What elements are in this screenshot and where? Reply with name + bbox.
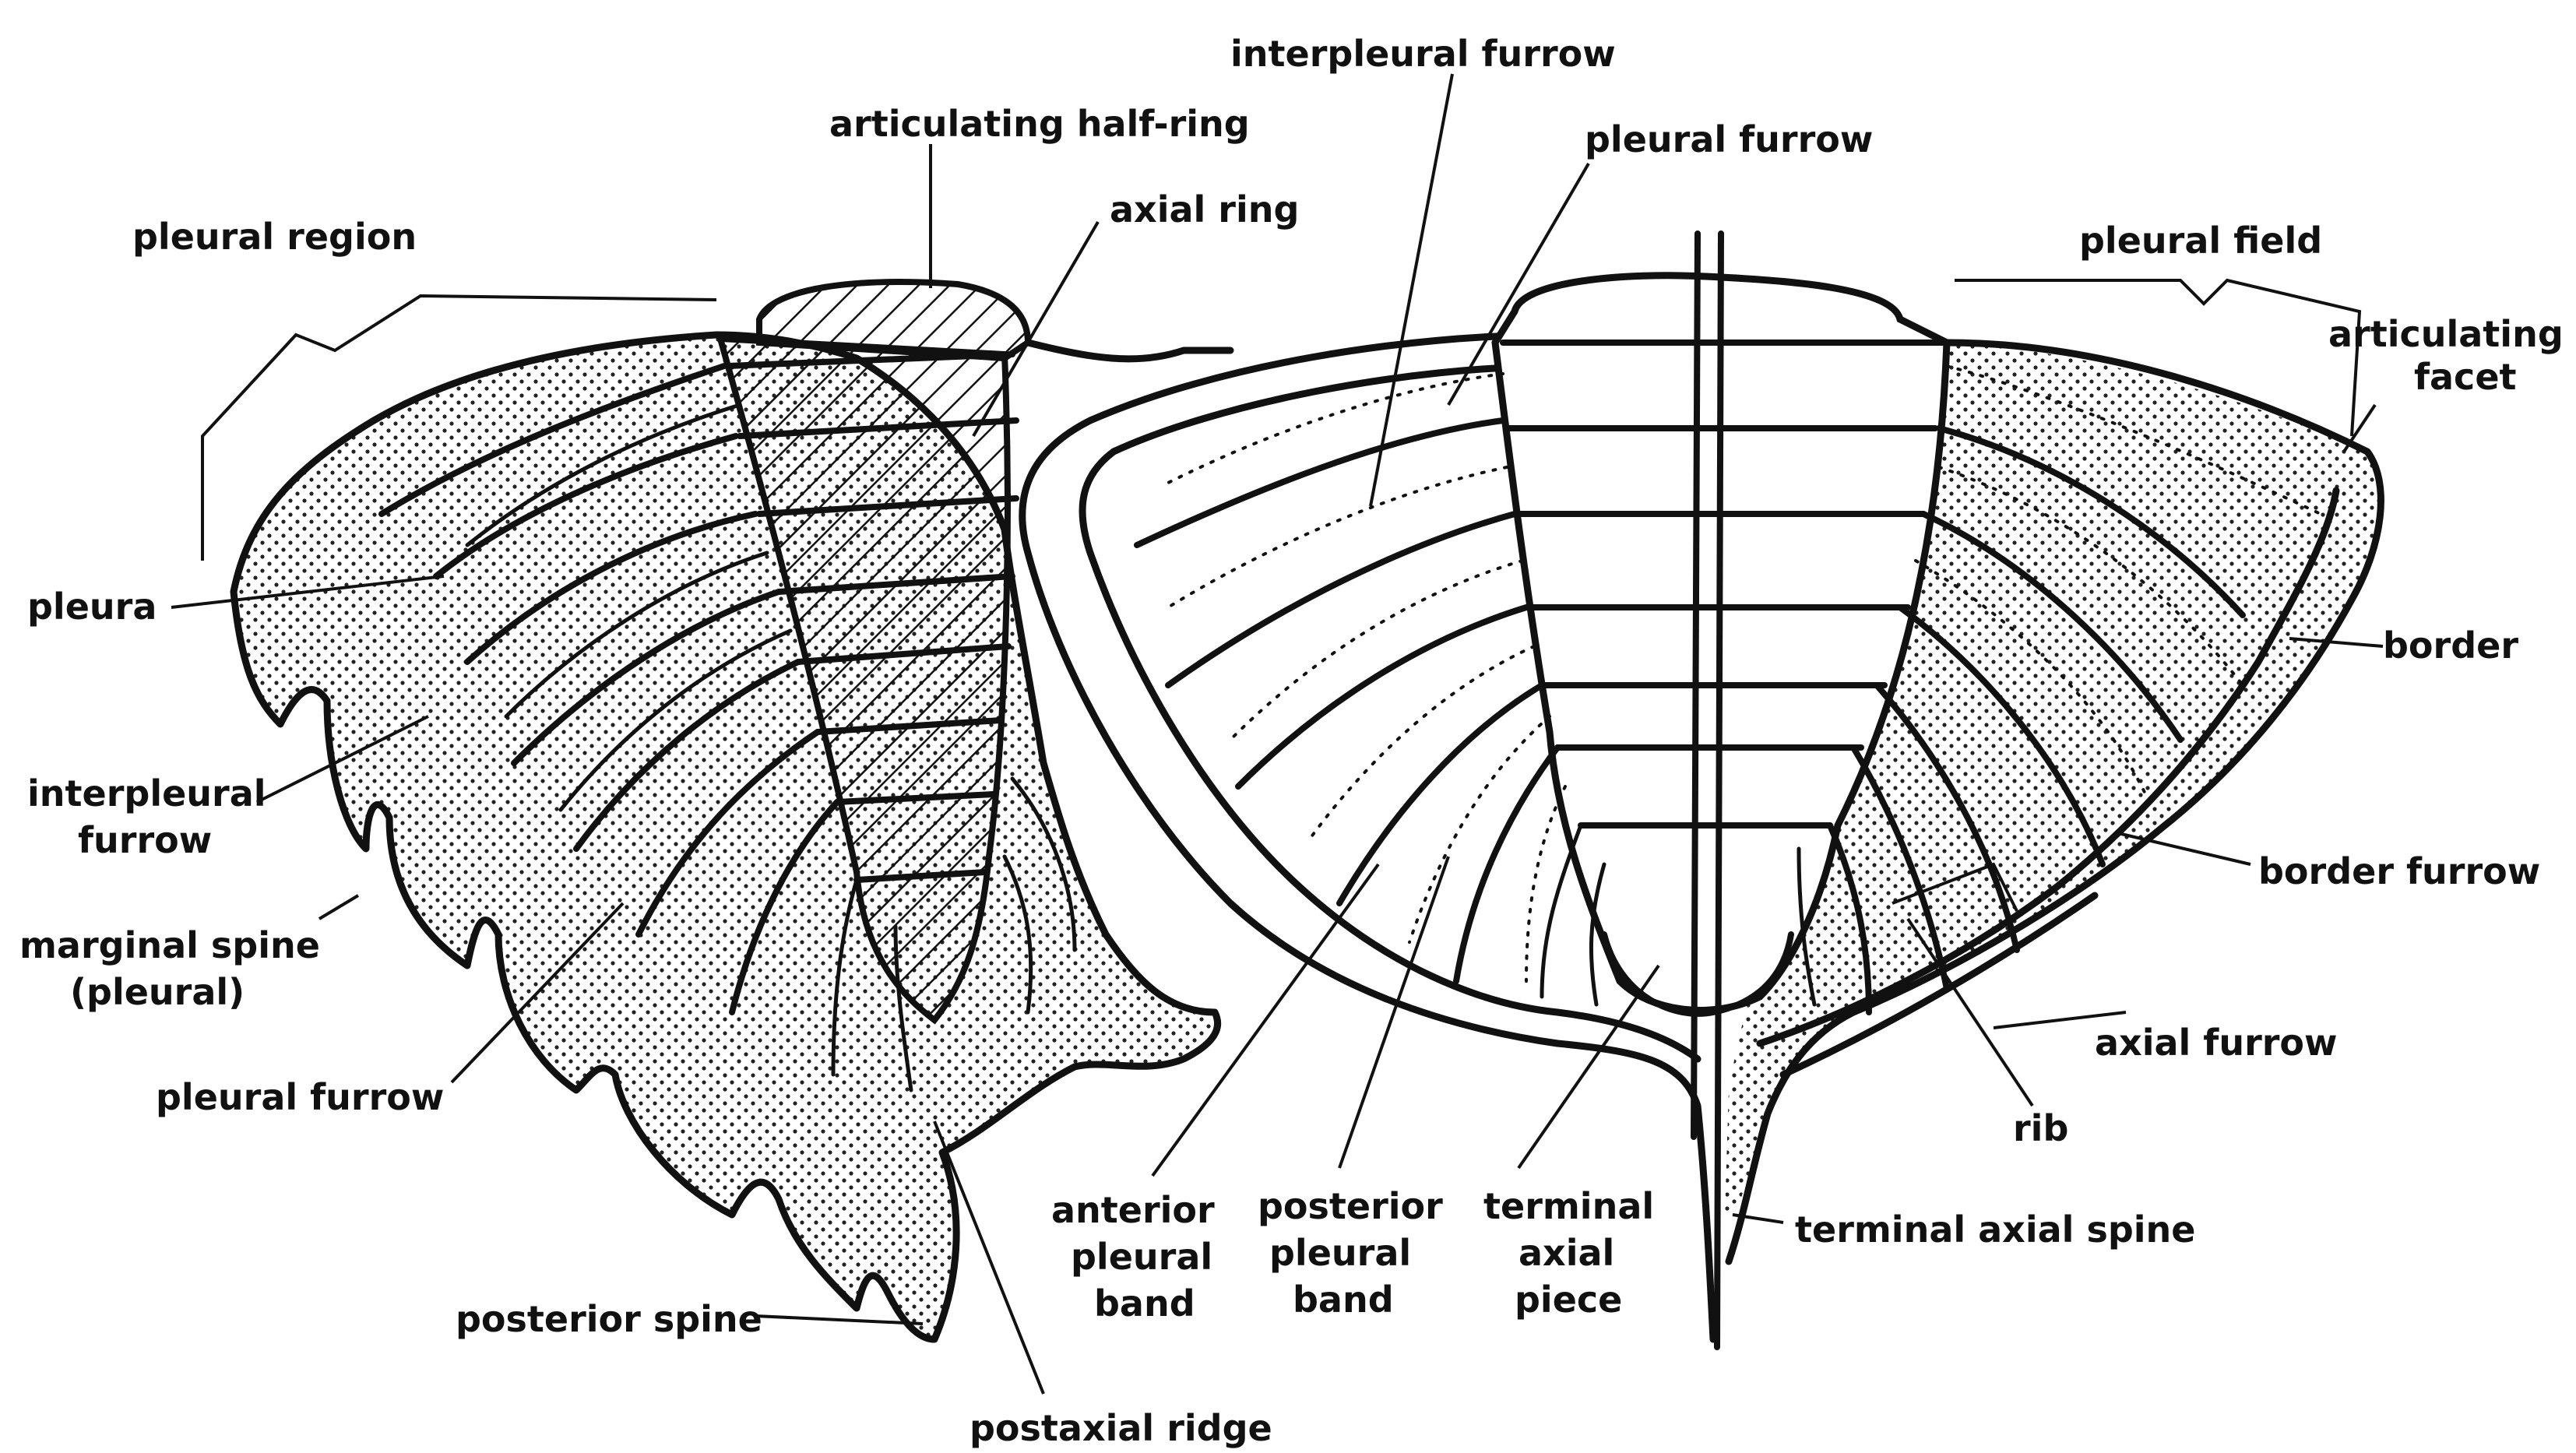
label-posterior-pleural-band-2: pleural [1269,1232,1411,1274]
label-posterior-pleural-band-1: posterior [1258,1185,1443,1227]
left-half-ring [759,282,1028,358]
label-terminal-axial-spine: terminal axial spine [1795,1208,2195,1251]
label-anterior-pleural-band-2: pleural [1071,1236,1212,1278]
label-anterior-pleural-band-3: band [1094,1282,1195,1325]
label-postaxial-ridge: postaxial ridge [970,1407,1272,1449]
label-marginal-spine-2: (pleural) [70,971,245,1013]
label-pleural-furrow-left: pleural furrow [156,1076,444,1118]
label-border-furrow: border furrow [2258,850,2540,892]
label-pleural-furrow-top: pleural furrow [1585,118,1873,160]
label-posterior-pleural-band-3: band [1293,1279,1394,1321]
terminal-spine-line-right [1717,234,1721,1347]
left-pygidium [234,282,1230,1339]
label-pleural-region: pleural region [132,216,417,258]
terminal-spine-line-left [1694,234,1698,1137]
label-anterior-pleural-band-1: anterior [1051,1189,1215,1231]
label-interpleural-furrow-left-2: furrow [78,819,212,861]
label-interpleural-furrow-top: interpleural furrow [1230,33,1616,75]
label-posterior-spine: posterior spine [456,1298,762,1340]
label-articulating-facet-2: facet [2414,356,2517,398]
label-articulating-half-ring: articulating half-ring [829,103,1250,145]
right-pygidium [1022,234,2381,1347]
label-articulating-facet-1: articulating [2328,313,2564,355]
label-pleural-field: pleural field [2079,220,2322,262]
label-interpleural-furrow-left-1: interpleural [27,772,266,814]
label-terminal-axial-piece-1: terminal [1483,1185,1654,1227]
label-border: border [2383,624,2518,667]
left-right-wing-edge [1028,343,1230,359]
label-pleura: pleura [27,586,157,628]
label-axial-ring: axial ring [1110,188,1299,230]
label-terminal-axial-piece-2: axial [1519,1232,1614,1274]
label-marginal-spine-1: marginal spine [19,924,320,966]
label-rib: rib [2013,1107,2068,1149]
label-axial-furrow: axial furrow [2095,1022,2338,1064]
label-terminal-axial-piece-3: piece [1515,1279,1622,1321]
